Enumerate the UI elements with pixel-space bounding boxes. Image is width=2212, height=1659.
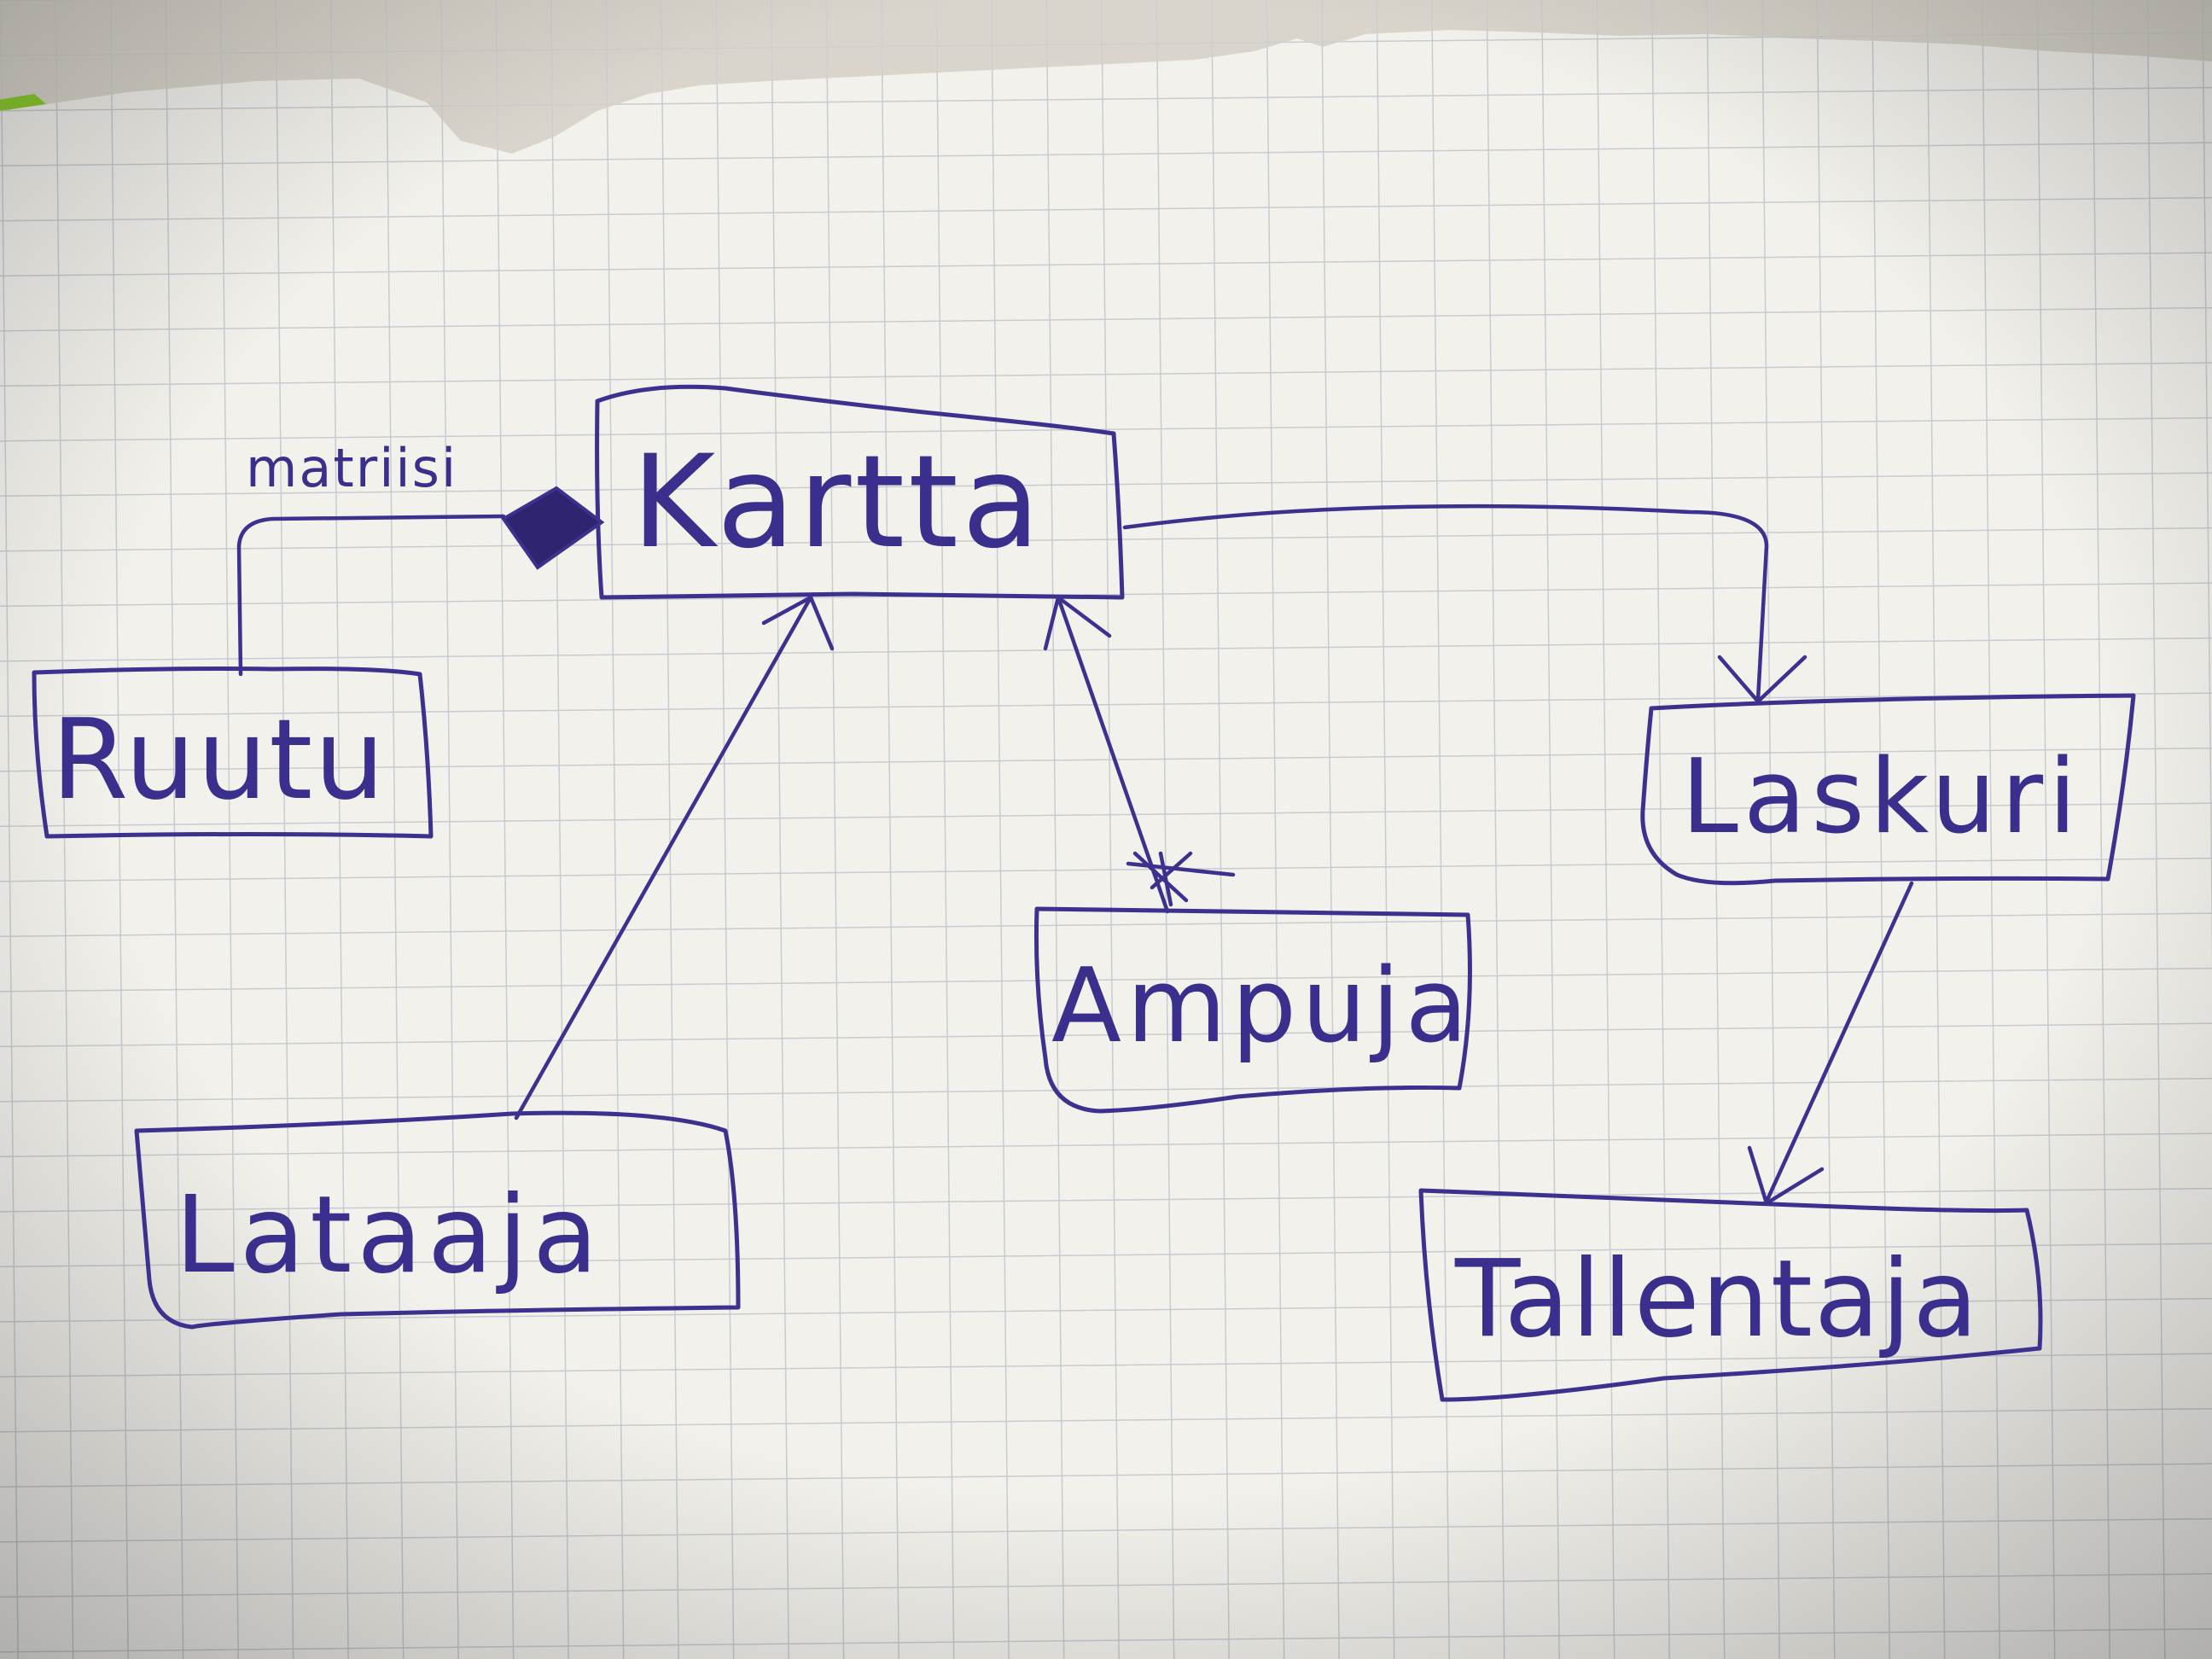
node-kartta-box bbox=[595, 384, 1125, 600]
node-ruutu-box bbox=[32, 667, 434, 839]
edge-ruutu-kartta: matriisi bbox=[236, 437, 605, 677]
edge-kartta-laskuri bbox=[1122, 504, 1807, 704]
node-ampuja: Ampuja bbox=[1033, 906, 1473, 1114]
node-ampuja-label: Ampuja bbox=[1051, 947, 1473, 1066]
node-tallentaja-label: Tallentaja bbox=[1454, 1237, 1980, 1361]
edge-kartta-ampuja bbox=[1043, 595, 1236, 914]
node-lataaja: Lataaja bbox=[134, 1110, 741, 1330]
node-laskuri-box bbox=[1640, 693, 2136, 886]
node-ampuja-box bbox=[1033, 906, 1472, 1114]
node-lataaja-box bbox=[134, 1110, 741, 1330]
node-tallentaja: Tallentaja bbox=[1418, 1188, 2043, 1402]
node-laskuri: Laskuri bbox=[1640, 693, 2136, 886]
node-lataaja-label: Lataaja bbox=[175, 1173, 603, 1297]
composition-diamond bbox=[501, 486, 605, 570]
node-kartta-label: Kartta bbox=[632, 428, 1044, 577]
node-ruutu: Ruutu bbox=[32, 667, 434, 839]
node-ruutu-label: Ruutu bbox=[51, 695, 387, 824]
edge-lataaja-kartta bbox=[514, 595, 835, 1121]
edge-laskuri-tallentaja bbox=[1747, 881, 1914, 1206]
node-kartta: Kartta bbox=[595, 384, 1125, 600]
node-laskuri-label: Laskuri bbox=[1681, 738, 2081, 857]
edge-label-matriisi: matriisi bbox=[246, 437, 457, 499]
